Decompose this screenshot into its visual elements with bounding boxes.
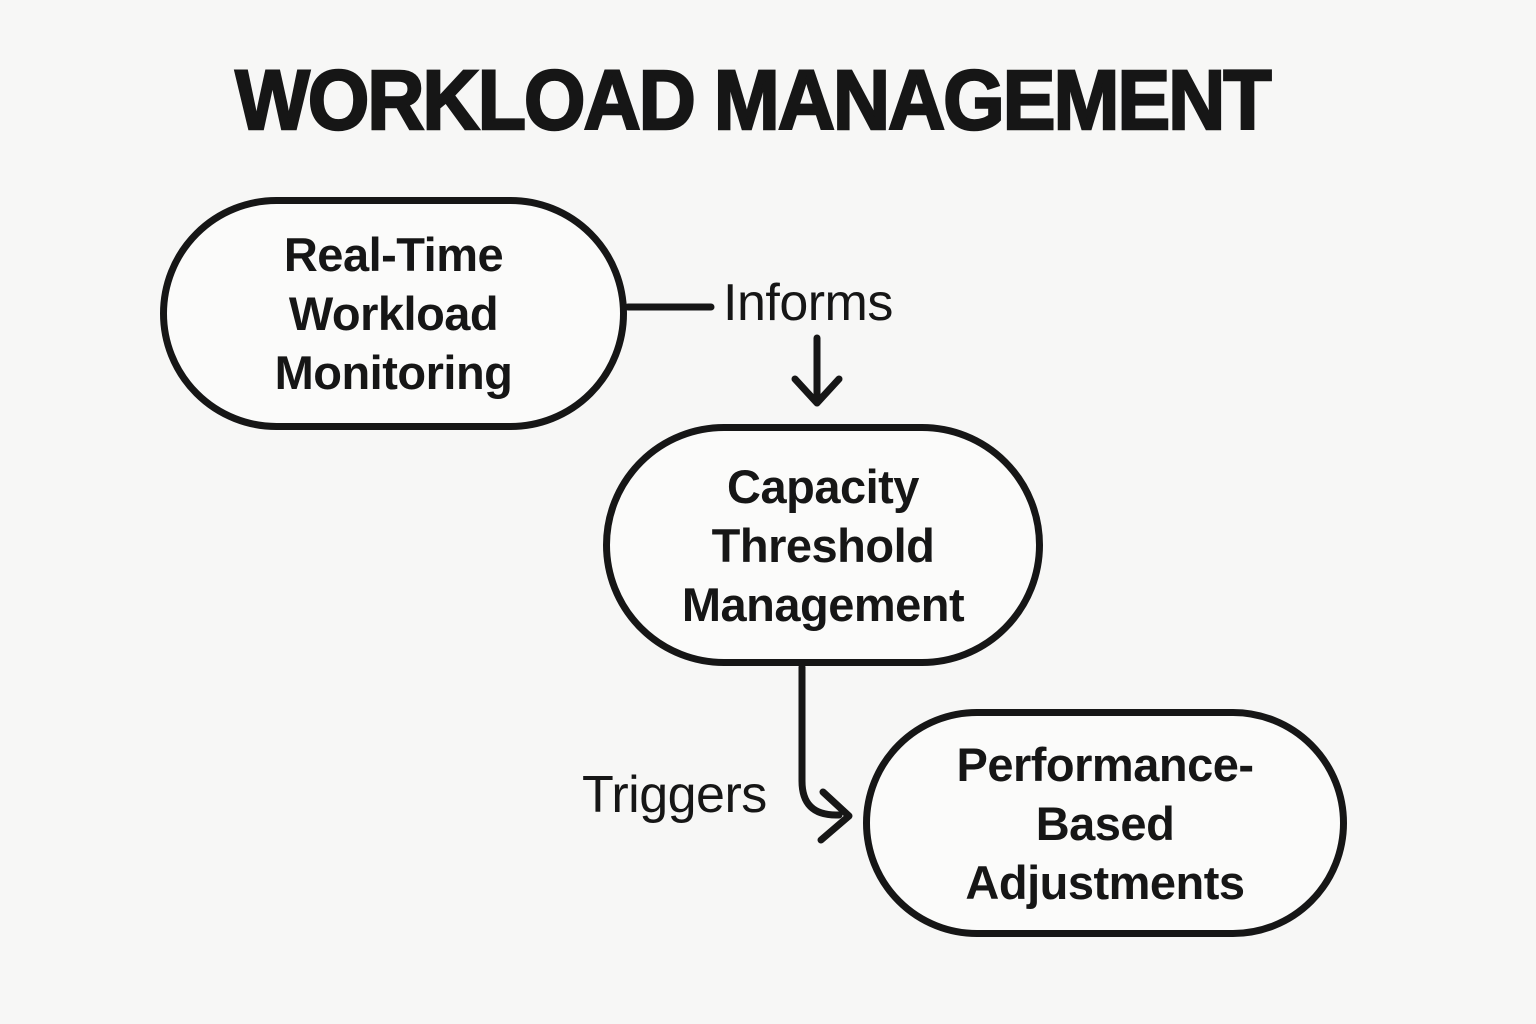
edge-label-triggers: Triggers bbox=[582, 766, 767, 824]
node-label-line: Workload bbox=[288, 287, 499, 340]
node-real-time-workload-monitoring: Real-Time Workload Monitoring bbox=[160, 197, 627, 430]
informs-arrow-icon bbox=[791, 334, 843, 407]
node-label-line: Real-Time bbox=[283, 228, 504, 281]
node-label-line: Threshold bbox=[711, 518, 935, 572]
node-label-line: Based bbox=[1035, 796, 1175, 850]
triggers-arrow-icon bbox=[798, 663, 853, 844]
node-performance-based-adjustments: Performance- Based Adjustments bbox=[863, 709, 1347, 937]
node-label-line: Adjustments bbox=[965, 855, 1245, 909]
diagram-title: WORKLOAD MANAGEMENT bbox=[234, 52, 1273, 149]
node-capacity-threshold-management: Capacity Threshold Management bbox=[603, 424, 1043, 666]
node-label-line: Capacity bbox=[727, 459, 919, 513]
edge-label-informs: Informs bbox=[723, 274, 893, 332]
node-label-line: Management bbox=[681, 577, 965, 631]
node-label-line: Performance- bbox=[956, 737, 1255, 791]
node-label-line: Monitoring bbox=[274, 346, 513, 399]
